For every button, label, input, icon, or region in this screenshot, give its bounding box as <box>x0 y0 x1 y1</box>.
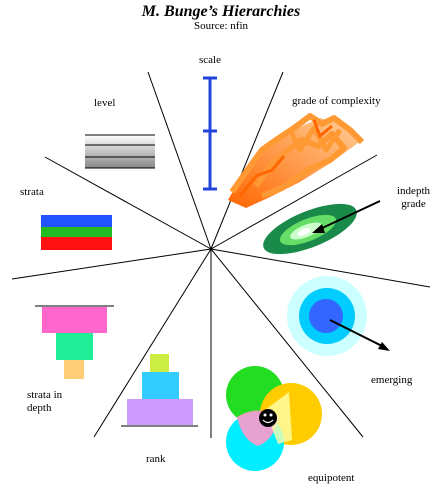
label-indepth-grade-line2: grade <box>401 198 426 210</box>
strata-bands-icon <box>41 215 112 250</box>
level-stack-icon <box>85 134 155 169</box>
label-strata-in-depth-line1: strata in <box>27 389 63 401</box>
label-indepth-grade-line1: indepth <box>397 185 430 197</box>
divider-lines <box>11 71 431 438</box>
label-scale: scale <box>199 54 221 66</box>
label-level: level <box>94 97 116 109</box>
rank-pyramid-icon <box>121 354 198 427</box>
equipotent-icon <box>226 366 322 471</box>
emerging-icon <box>287 276 390 356</box>
label-strata: strata <box>20 186 44 198</box>
scale-bar-icon <box>203 76 217 191</box>
label-strata-in-depth-line2: depth <box>27 402 52 414</box>
complexity-squiggle-icon <box>228 113 365 208</box>
strata-in-depth-icon <box>35 305 114 379</box>
indepth-grade-icon <box>263 200 381 255</box>
label-grade-of-complexity: grade of complexity <box>292 95 381 107</box>
source-label: Source: nfin <box>193 20 249 32</box>
label-emerging: emerging <box>371 374 413 386</box>
label-indepth-grade: indepth grade <box>397 185 430 211</box>
label-equipotent: equipotent <box>308 472 355 484</box>
page-title: M. Bunge’s Hierarchies <box>141 3 301 20</box>
label-strata-in-depth: strata in depth <box>27 389 62 415</box>
label-rank: rank <box>146 453 166 465</box>
